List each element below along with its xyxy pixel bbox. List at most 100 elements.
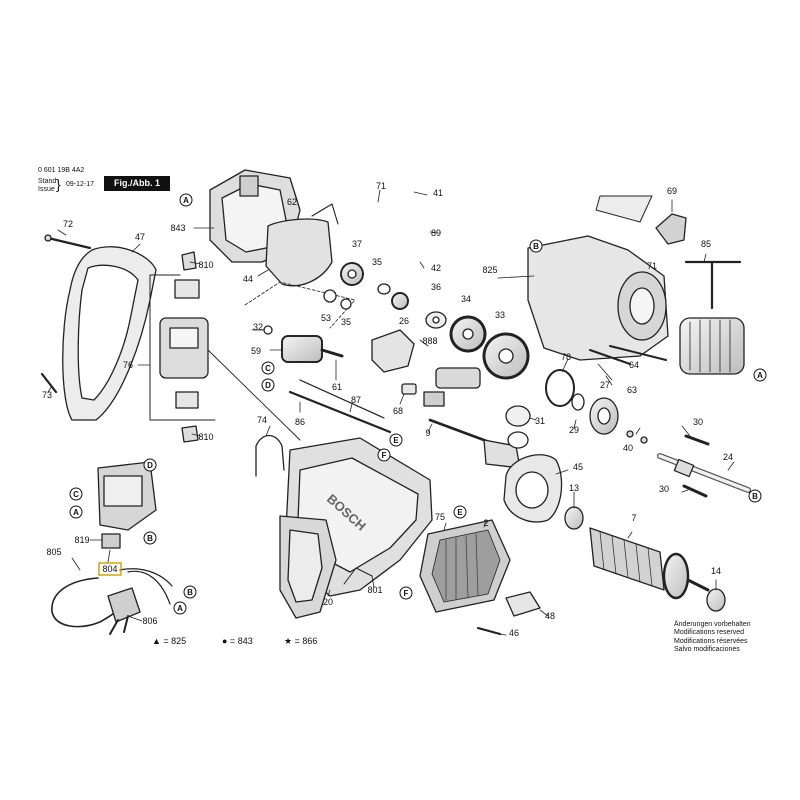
- part-number-label: 86: [295, 417, 305, 427]
- modifications-line: Salvo modificaciones: [674, 646, 740, 654]
- part-number-label: 47: [135, 232, 145, 242]
- reference-marker-letter: B: [147, 534, 153, 543]
- bearing-plate-45: [503, 454, 563, 523]
- reference-marker-letter: A: [757, 371, 763, 380]
- part-number-label: 29: [569, 425, 579, 435]
- washer-35b: [377, 283, 391, 295]
- reference-marker-circle: [377, 448, 391, 462]
- reference-marker-circle: [261, 361, 275, 375]
- screw-73: [40, 372, 58, 394]
- power-plug: [107, 587, 141, 623]
- ring-78: [545, 369, 575, 407]
- part-number-label: 819: [74, 535, 89, 545]
- stand-label: Stand: [38, 178, 57, 185]
- clip-74: [255, 434, 285, 477]
- part-number-label: 33: [495, 310, 505, 320]
- clip-810a: [181, 251, 197, 271]
- reference-marker-circle: [173, 601, 187, 615]
- reference-marker-letter: B: [187, 588, 193, 597]
- reference-marker-letter: C: [73, 490, 79, 499]
- reference-marker-circle: [753, 368, 767, 382]
- part-number-label: 30: [693, 417, 703, 427]
- part-number-label: 20: [323, 597, 333, 607]
- clip-810b: [181, 425, 199, 443]
- reference-marker-letter: B: [533, 242, 539, 251]
- reference-marker-circle: [529, 239, 543, 253]
- reference-marker-letter: F: [404, 589, 409, 598]
- part-number-label: 87: [351, 395, 361, 405]
- reference-marker: C: [69, 487, 83, 501]
- part-number-label: 26: [399, 316, 409, 326]
- part-number-label: 810: [198, 260, 213, 270]
- part-number-label: 62: [287, 197, 297, 207]
- reference-marker: E: [389, 433, 403, 447]
- ball-40: [626, 430, 634, 438]
- spindle-24: [657, 453, 751, 493]
- reference-marker-letter: F: [382, 451, 387, 460]
- part-number-label: 14: [711, 566, 721, 576]
- part-number-label: 63: [627, 385, 637, 395]
- part-number-label: 64: [629, 360, 639, 370]
- reference-marker-circle: [748, 489, 762, 503]
- modifications-line: Modifications réservées: [674, 637, 748, 645]
- screw-72: [46, 236, 92, 250]
- part-number-label: 71: [647, 261, 657, 271]
- selector-888: [371, 329, 415, 373]
- part-number-label: 76: [123, 360, 133, 370]
- legend-dot: ● = 843: [222, 636, 253, 646]
- part-number-label: 805: [46, 547, 61, 557]
- reference-marker-letter: B: [752, 492, 758, 501]
- part-number-label: 24: [723, 452, 733, 462]
- reference-marker: B: [143, 531, 157, 545]
- gear-33: [482, 332, 530, 380]
- part-number-label: 46: [509, 628, 519, 638]
- reference-marker: A: [69, 505, 83, 519]
- part-number-label: 89: [431, 228, 441, 238]
- screw-64: [609, 345, 667, 361]
- part-code: 0 601 19B 4A2: [38, 167, 85, 174]
- modifications-line: Modifications reserved: [674, 629, 745, 637]
- knob-69: [655, 213, 687, 245]
- part-number-label: 30: [659, 484, 669, 494]
- reference-marker-letter: C: [265, 364, 271, 373]
- reference-marker: C: [261, 361, 275, 375]
- part-number-label: 801: [367, 585, 382, 595]
- rod-86: [288, 390, 392, 434]
- part-number-label: 44: [243, 274, 253, 284]
- reference-marker-letter: E: [393, 436, 399, 445]
- field-stator-2: [419, 519, 511, 613]
- switch-part-upper: [174, 279, 200, 299]
- part-number-label: 61: [332, 382, 342, 392]
- part-number-label: 825: [482, 265, 497, 275]
- reference-marker: D: [261, 378, 275, 392]
- gear-34: [449, 315, 487, 353]
- reference-marker-circle: [69, 505, 83, 519]
- reference-marker: B: [529, 239, 543, 253]
- part-number-label: 53: [321, 313, 331, 323]
- reference-marker-circle: [69, 487, 83, 501]
- reference-marker-letter: D: [147, 461, 153, 470]
- reference-marker-circle: [183, 585, 197, 599]
- switch-part-lower: [175, 391, 199, 409]
- reference-marker-letter: D: [265, 381, 271, 390]
- reference-marker-circle: [389, 433, 403, 447]
- brace-glyph: }: [56, 176, 61, 192]
- part-number-label: 69: [667, 186, 677, 196]
- part-number-label: 42: [431, 263, 441, 273]
- part-number-label: 35: [372, 257, 382, 267]
- part-number-label: 48: [545, 611, 555, 621]
- part-number-label: 804: [102, 564, 117, 574]
- armature-7: [589, 527, 710, 600]
- screw-46: [476, 626, 502, 636]
- ring-78b: [571, 393, 585, 411]
- reference-marker: B: [748, 489, 762, 503]
- part-number-label: 36: [431, 282, 441, 292]
- part-number-label: 13: [569, 483, 579, 493]
- bearing-14: [706, 588, 726, 612]
- part-number-label: 35: [341, 317, 351, 327]
- reference-marker-circle: [143, 458, 157, 472]
- highlight-box-804: [98, 562, 122, 576]
- gear-26: [391, 292, 409, 310]
- part-number-label: 9: [425, 428, 430, 438]
